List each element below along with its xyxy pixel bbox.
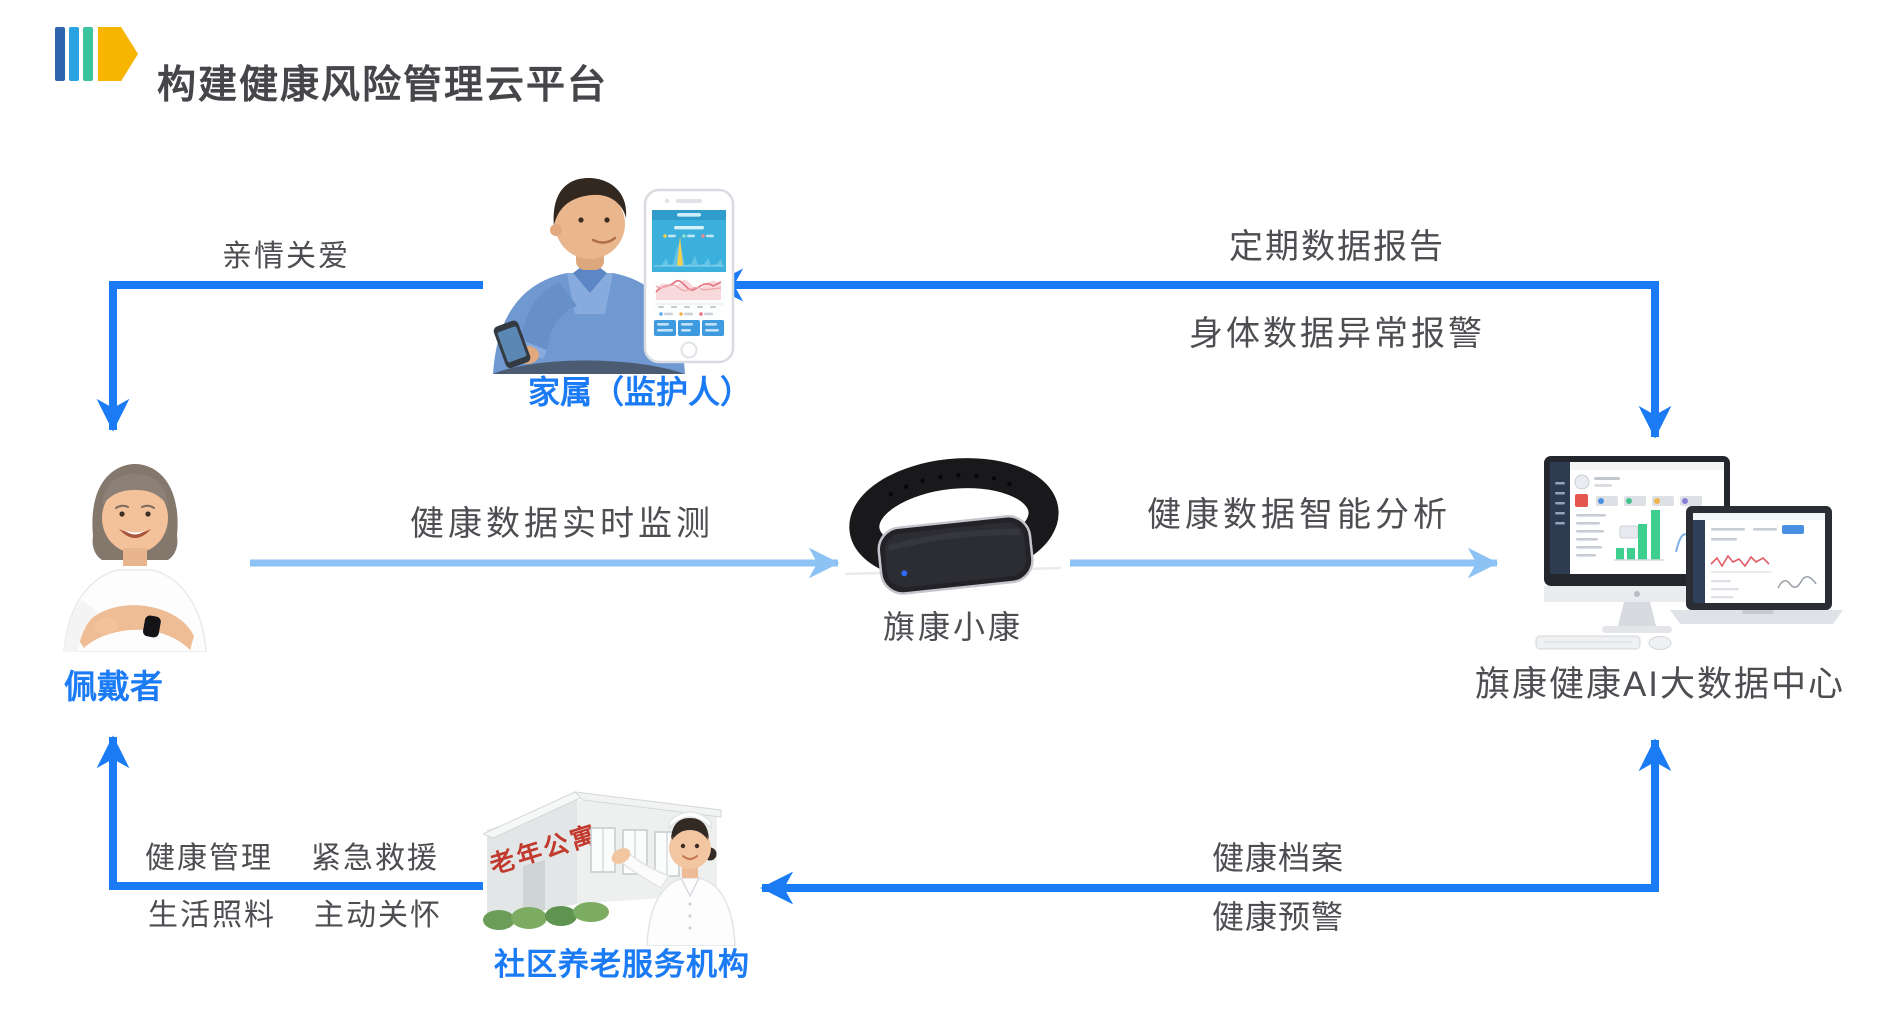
node-label-careorg: 社区养老服务机构 (494, 947, 750, 982)
edge-label-services-above-2: 紧急救援 (311, 842, 439, 875)
edge-label-services-above-1: 健康管理 (145, 842, 273, 875)
imac (1535, 456, 1730, 650)
page-title: 构建健康风险管理云平台 (157, 64, 609, 108)
node-label-datacenter: 旗康健康AI大数据中心 (1474, 665, 1846, 704)
logo (55, 27, 138, 81)
arrow-care-services (96, 735, 483, 890)
node-label-family: 家属（监护人） (527, 374, 752, 410)
careorg-photo: 老年公寓 (483, 791, 736, 946)
arrow-data-report (710, 268, 1672, 439)
care-nurse (611, 811, 736, 946)
node-label-wearer: 佩戴者 (64, 668, 163, 705)
wristband (849, 458, 1059, 595)
edge-label-services-below-2: 主动关怀 (314, 899, 442, 932)
edge-label-family-care: 亲情关爱 (222, 240, 350, 273)
edge-label-services-below: 生活照料 主动关怀 (148, 899, 442, 934)
wearer-photo (63, 464, 207, 652)
logo-bar-2 (69, 27, 79, 81)
logo-bar-3 (83, 27, 93, 81)
edge-label-records-above: 健康档案 (1212, 840, 1345, 876)
bushes (483, 902, 609, 930)
datacenter-photo (1535, 456, 1843, 650)
edge-label-services-above: 健康管理 紧急救援 (145, 842, 439, 877)
edge-label-services-below-1: 生活照料 (148, 899, 276, 932)
edge-label-monitor: 健康数据实时监测 (410, 505, 714, 543)
family-person (493, 177, 685, 374)
arrow-health-records (760, 738, 1672, 905)
wearer-person (63, 464, 207, 652)
edge-label-report-line2: 身体数据异常报警 (1189, 315, 1485, 353)
edge-label-analysis: 健康数据智能分析 (1147, 496, 1451, 534)
family-phone-mockup (643, 188, 735, 364)
logo-bar-1 (55, 27, 65, 81)
node-label-band: 旗康小康 (882, 609, 1023, 645)
edge-label-records-below: 健康预警 (1212, 899, 1345, 935)
wristband-photo (844, 458, 1062, 595)
mouse (1648, 636, 1672, 650)
arrow-family-care (96, 281, 483, 432)
edge-label-report-line1: 定期数据报告 (1229, 228, 1445, 266)
family-photo (493, 177, 735, 374)
laptop (1670, 506, 1843, 624)
